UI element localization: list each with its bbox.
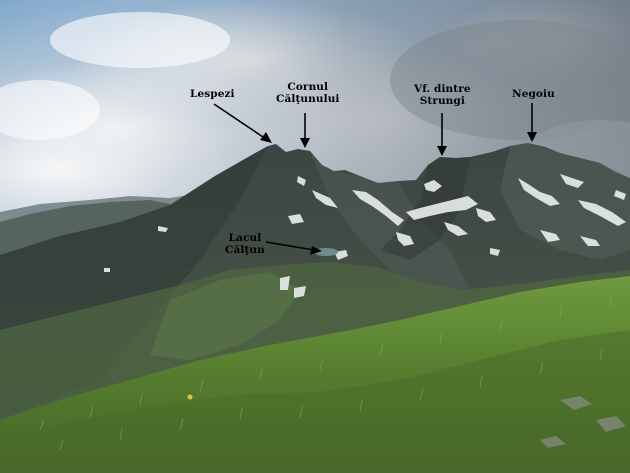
- arrow-lacul: [265, 241, 315, 251]
- clouds: [0, 0, 630, 215]
- arrow-lespezi: [213, 103, 267, 140]
- label-lacul-caltun: Lacul Călţun: [225, 232, 265, 256]
- yellow-flower: [187, 394, 193, 400]
- label-cornul-caltunului: Cornul Călţunului: [276, 81, 340, 105]
- grass-texture: [39, 295, 613, 451]
- label-vf-dintre-strungi: Vf. dintre Strungi: [414, 83, 471, 107]
- rocks: [540, 396, 626, 448]
- annotation-arrows: [213, 103, 537, 255]
- label-lespezi: Lespezi: [190, 88, 235, 100]
- snow-patches: [104, 174, 626, 298]
- label-negoiu: Negoiu: [512, 88, 555, 100]
